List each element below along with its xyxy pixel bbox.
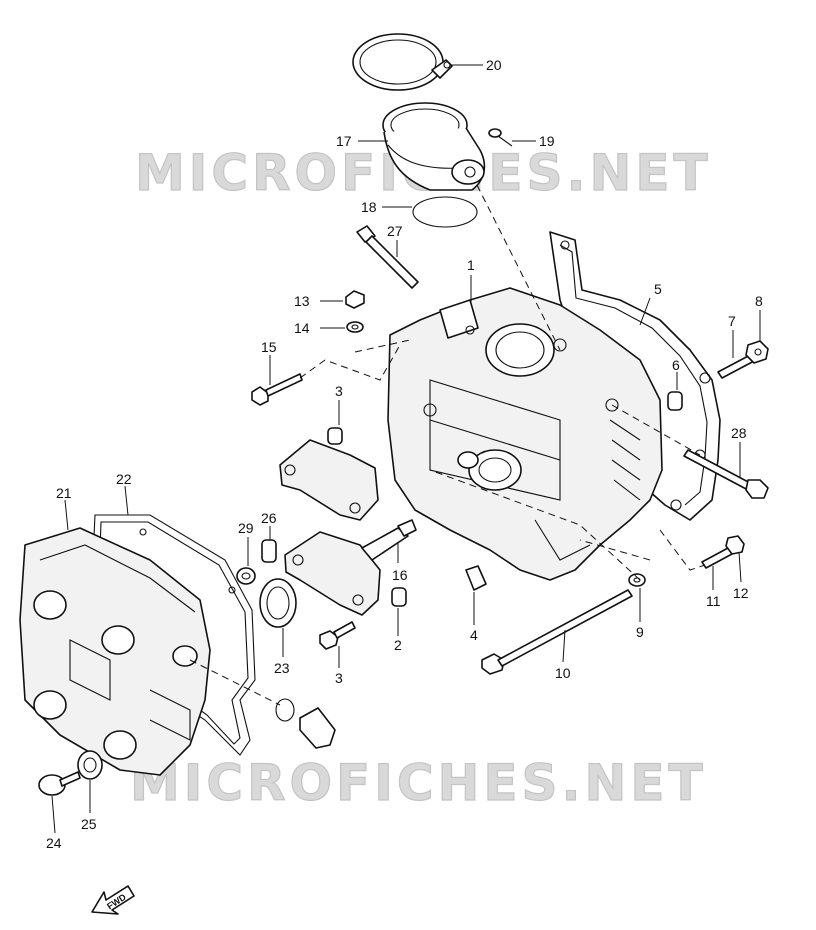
callout-20: 20 [486,57,502,73]
callout-10: 10 [555,665,571,681]
part-16-spark-plug [361,519,417,561]
part-6-dowel [667,391,683,411]
part-13-bolt [345,290,365,309]
callout-1: 1 [467,257,475,273]
callout-26: 26 [261,510,277,526]
fwd-arrow-icon: FWD [91,885,135,915]
callout-2: 2 [394,637,402,653]
part-3-holder-lower [284,531,381,616]
part-1-cylinder-head [387,287,663,581]
part-12-nut [725,535,745,555]
part-18-o-ring [412,196,478,228]
callout-11: 11 [706,593,721,609]
callout-18: 18 [361,199,377,215]
part-20-clamp [352,33,453,91]
callout-24: 24 [46,835,62,851]
callout-4: 4 [470,627,478,643]
callout-25: 25 [81,816,97,832]
part-2-dowel [391,587,407,607]
callout-5: 5 [654,281,662,297]
callout-16: 16 [392,567,408,583]
part-15-bolt [251,373,303,406]
callout-15: 15 [261,339,277,355]
callout-19: 19 [539,133,555,149]
part-11-stud [701,547,733,569]
plug-cap [299,707,336,749]
part-3-bolt [319,621,356,650]
part-17-intake-pipe [382,102,486,191]
callout-21: 21 [56,485,72,501]
callout-22: 22 [116,471,132,487]
part-26-dowel [261,539,277,563]
callout-27: 27 [387,223,403,239]
part-24-bolt [38,771,81,796]
part-29-washer [236,567,256,585]
callout-14: 14 [294,320,310,336]
callout-29: 29 [238,520,254,536]
callout-3-lower: 3 [335,670,343,686]
part-28-bolt [683,449,769,499]
leader-lines [51,64,761,834]
callout-12: 12 [733,585,749,601]
callout-7: 7 [728,313,736,329]
callout-6: 6 [672,357,680,373]
part-4-dowel [465,565,487,591]
callout-13: 13 [294,293,310,309]
alignment-lines [189,184,706,706]
part-25-grommet [77,750,103,780]
part-9-washer [628,573,646,587]
part-21-head-cover [19,527,211,776]
callout-labels: 20 17 19 18 27 1 5 8 7 13 14 15 6 3 28 2… [46,57,763,851]
watermark-bottom: MICROFICHES.NET [130,754,707,812]
part-14-washer [346,321,364,333]
callout-9: 9 [636,624,644,640]
callout-23: 23 [274,660,290,676]
callout-3-upper: 3 [335,383,343,399]
part-27-bolt [356,225,419,289]
part-10-bolt [481,589,633,675]
callout-17: 17 [336,133,352,149]
part-8-nut [745,340,769,364]
small-o-ring [275,698,295,722]
callout-8: 8 [755,293,763,309]
part-23-seal [259,578,297,628]
part-3-holder-upper [279,427,379,521]
part-19-screw [488,128,513,147]
callout-28: 28 [731,425,747,441]
